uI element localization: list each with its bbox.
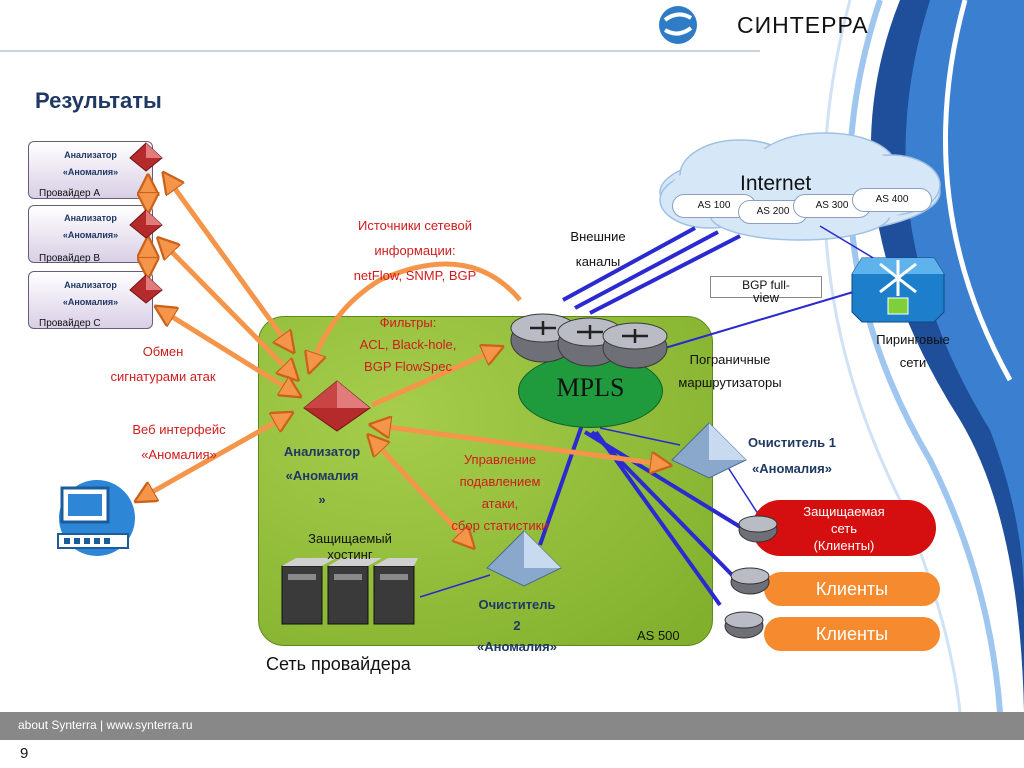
peering-link xyxy=(664,289,861,349)
internet-peering-link xyxy=(819,225,881,263)
provider-b-analyzer-line1: Анализатор xyxy=(64,213,117,223)
sources-line3: netFlow, SNMP, BGP xyxy=(353,268,477,283)
peering-line1: Пиринговые xyxy=(876,332,950,347)
cleaner2-line3: «Аномалия» xyxy=(477,639,557,654)
control-label: Управление подавлением атаки, сбор стати… xyxy=(430,449,570,537)
page-number: 9 xyxy=(20,745,29,762)
border-routers-label: Пограничные маршрутизаторы xyxy=(660,348,800,394)
analyzer-b-icon xyxy=(129,209,163,239)
diagram-connections xyxy=(0,0,881,607)
footer-text: about Synterra | www.synterra.ru xyxy=(18,718,193,732)
sources-line2: информации: xyxy=(374,243,456,258)
sources-label: Источники сетевой информации: netFlow, S… xyxy=(325,213,505,288)
analyzer-a-icon xyxy=(129,142,163,172)
provider-a-label: Провайдер А xyxy=(39,188,101,199)
control-line1: Управление xyxy=(463,452,537,467)
computer-icon xyxy=(57,480,135,556)
bgp-full-view-label: BGP full- xyxy=(710,276,822,298)
main-analyzer-icon xyxy=(303,380,371,432)
cleaner2-line1: Очиститель xyxy=(478,597,556,612)
sources-line1: Источники сетевой xyxy=(358,218,472,233)
protected-net-line1: Защищаемая xyxy=(803,504,885,519)
provider-b-analyzer-line2: «Аномалия» xyxy=(62,230,119,240)
bgp-full-view-line2-box: view xyxy=(710,290,822,306)
main-analyzer-line1: Анализатор xyxy=(283,444,361,459)
hosting-servers-icon xyxy=(281,558,418,625)
provider-c-label: Провайдер С xyxy=(39,318,101,329)
mpls-label: MPLS xyxy=(556,373,625,402)
external-channels-line2: каналы xyxy=(575,254,621,269)
as500-label: AS 500 xyxy=(637,628,680,643)
filters-label: Фильтры: ACL, Black-hole, BGP FlowSpec xyxy=(338,312,478,378)
bgp-full-view-line2: view xyxy=(752,290,779,305)
main-analyzer-line3: » xyxy=(318,492,326,507)
analyzer-c-icon xyxy=(129,274,163,304)
external-channels-label: Внешние каналы xyxy=(548,224,648,274)
clients-cloud-2: Клиенты xyxy=(764,617,940,651)
web-interface-line1: Веб интерфейс xyxy=(132,422,226,437)
internet-title: Internet xyxy=(740,172,812,195)
border-routers-line1: Пограничные xyxy=(689,352,771,367)
bgp-full-view-line1: BGP full- xyxy=(742,278,790,292)
filters-line2: ACL, Black-hole, xyxy=(359,337,457,352)
client-router-icon-1 xyxy=(738,515,778,543)
provider-b-label: Провайдер B xyxy=(39,253,101,264)
control-line2: подавлением xyxy=(459,474,541,489)
signature-line2: сигнатурами атак xyxy=(110,369,216,384)
synterra-logo-icon xyxy=(659,6,697,44)
hosting-label: Защищаемый хостинг xyxy=(290,531,410,563)
hosting-link xyxy=(419,574,491,598)
external-channel-lines xyxy=(562,226,741,315)
provider-a-analyzer-line1: Анализатор xyxy=(64,150,117,160)
provider-a-box: Анализатор «Аномалия» Провайдер А xyxy=(28,141,153,199)
cleaner2-line2: 2 xyxy=(513,618,521,633)
as-100-node: AS 100 xyxy=(672,194,756,218)
peering-switch-icon xyxy=(851,257,945,323)
filters-line1: Фильтры: xyxy=(379,315,437,330)
web-interface-line2: «Аномалия» xyxy=(141,447,217,462)
web-interface-label: Веб интерфейс «Аномалия» xyxy=(104,417,254,467)
cleaner1-icon xyxy=(671,422,747,479)
client-router-icon-3 xyxy=(724,611,764,639)
protected-net-line2: сеть xyxy=(830,521,858,536)
cleaner1-label: Очиститель 1 «Аномалия» xyxy=(730,430,854,482)
peering-label: Пиринговые сети xyxy=(858,328,968,374)
clients-cloud-1: Клиенты xyxy=(764,572,940,606)
hosting-line2: хостинг xyxy=(327,547,373,562)
page-title: Результаты xyxy=(35,88,162,113)
orange-arrows xyxy=(138,175,668,546)
border-routers-line2: маршрутизаторы xyxy=(678,375,782,390)
main-analyzer-label: Анализатор «Аномалия » xyxy=(262,440,382,512)
provider-c-analyzer-line2: «Аномалия» xyxy=(62,297,119,307)
external-channels-line1: Внешние xyxy=(570,229,626,244)
footer-bar xyxy=(0,712,1024,740)
control-line3: атаки, xyxy=(481,496,519,511)
provider-b-box: Анализатор «Аномалия» Провайдер B xyxy=(28,205,153,264)
main-analyzer-line2: «Аномалия xyxy=(285,468,359,483)
protected-network-cloud: Защищаемая сеть (Клиенты) xyxy=(752,500,936,556)
cleaner1-line1: Очиститель 1 xyxy=(748,435,836,450)
signature-exchange-label: Обмен сигнатурами атак xyxy=(88,339,238,389)
cleaner2-label: Очиститель 2 «Аномалия» xyxy=(462,594,572,657)
cleaner2-icon xyxy=(486,530,562,587)
client-router-icon-2 xyxy=(730,567,770,595)
hosting-line1: Защищаемый xyxy=(308,531,392,546)
as-400-node: AS 400 xyxy=(852,188,932,212)
border-routers-icon xyxy=(510,313,668,369)
provider-a-analyzer-line2: «Аномалия» xyxy=(62,167,119,177)
control-line4: сбор статистики xyxy=(451,518,549,533)
provider-c-box: Анализатор «Аномалия» Провайдер С xyxy=(28,271,153,329)
provider-c-analyzer-line1: Анализатор xyxy=(64,280,117,290)
signature-line1: Обмен xyxy=(142,344,184,359)
provider-network-label: Сеть провайдера xyxy=(266,654,411,674)
brand-name: СИНТЕРРА xyxy=(737,12,869,38)
filters-line3: BGP FlowSpec xyxy=(364,359,452,374)
peering-line2: сети xyxy=(899,355,927,370)
protected-net-line3: (Клиенты) xyxy=(813,538,875,553)
cleaner1-line2: «Аномалия» xyxy=(752,461,832,476)
header-divider xyxy=(0,50,760,52)
